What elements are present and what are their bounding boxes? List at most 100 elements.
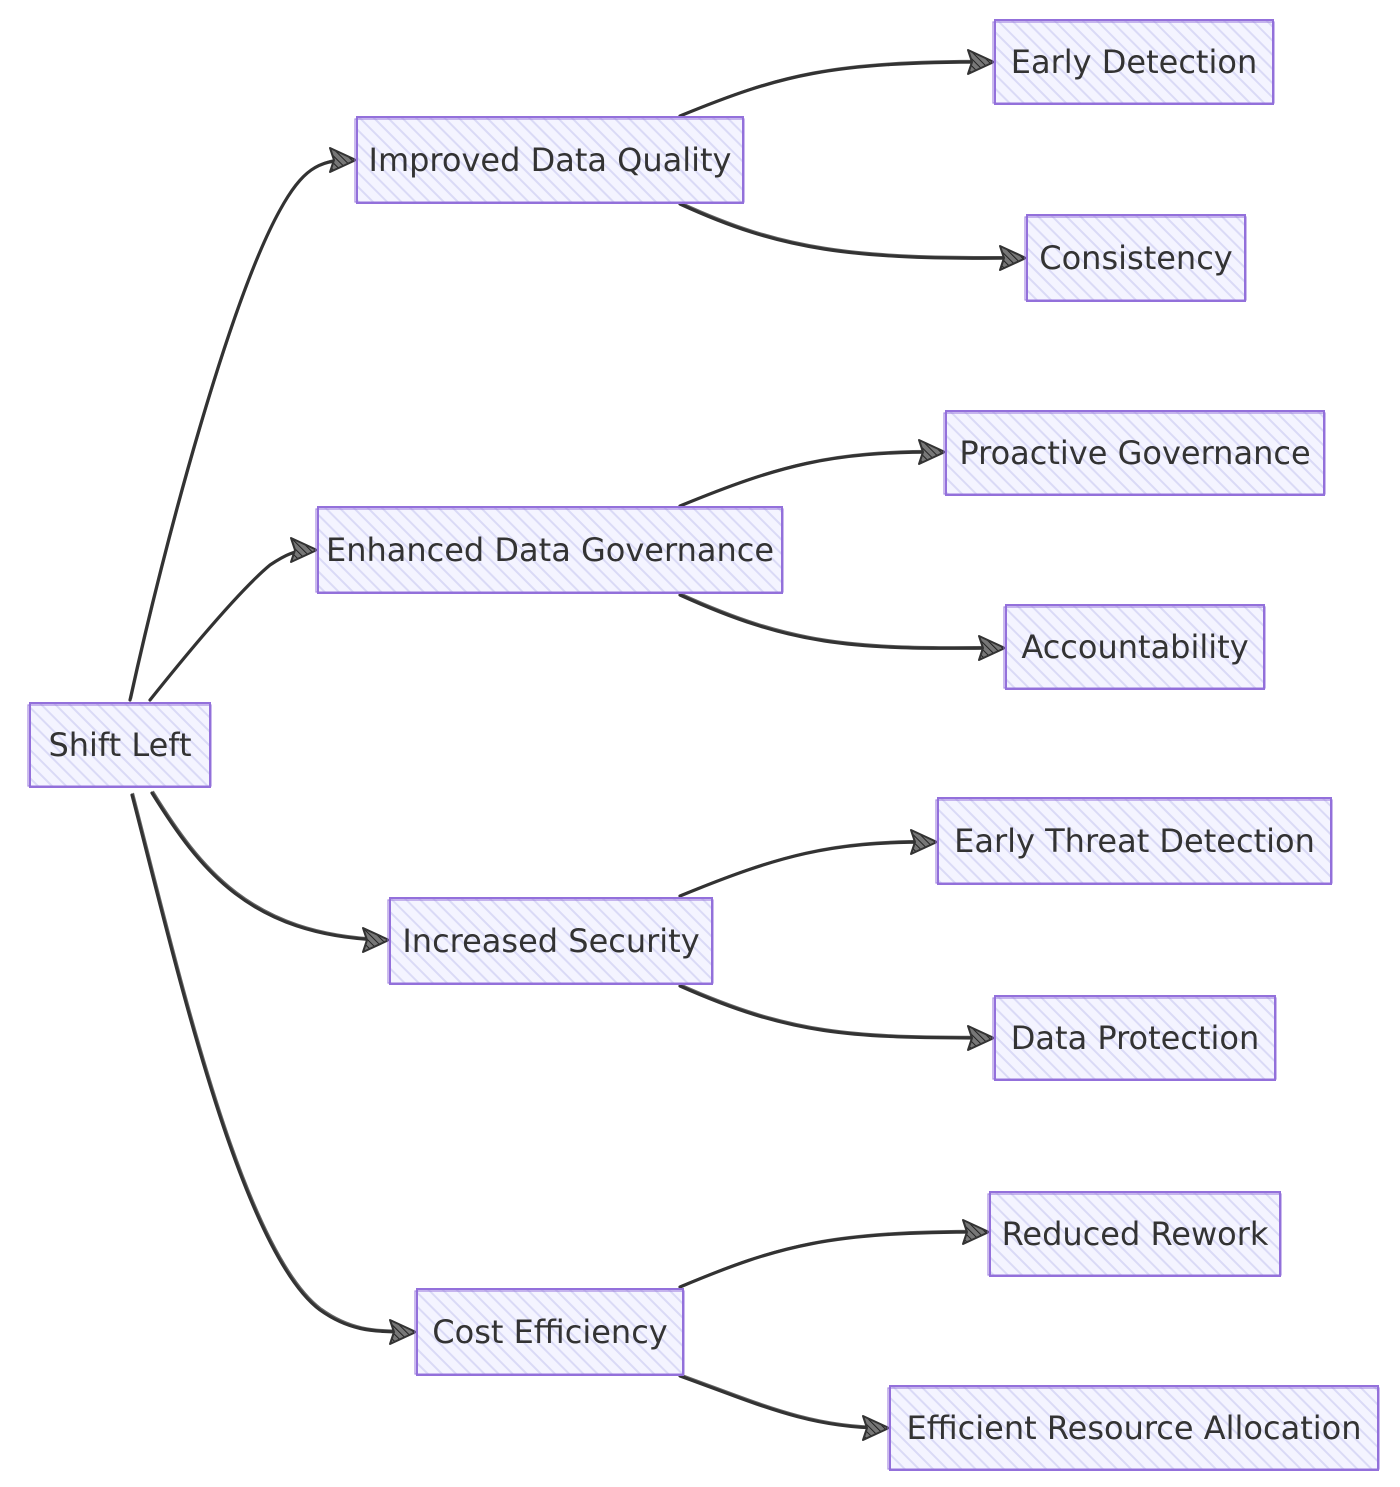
- node-box: [389, 897, 713, 985]
- node-box: [29, 702, 211, 788]
- edge-line-sketch: [152, 790, 383, 940]
- edge-line: [678, 840, 932, 898]
- edge-line-sketch: [680, 449, 941, 506]
- edge-cost-efficiency-to-efficient-resource-allocation: [678, 1373, 890, 1441]
- edge-line-sketch: [680, 592, 1001, 648]
- arrowhead-icon: [329, 147, 357, 173]
- node-box-sketch: [987, 1193, 1282, 1276]
- edge-line: [678, 202, 1022, 260]
- arrowhead-icon: [290, 537, 318, 563]
- node-reduced-rework[interactable]: Reduced Rework: [987, 1191, 1282, 1277]
- arrowhead-icon: [967, 49, 995, 75]
- node-proactive-governance[interactable]: Proactive Governance: [943, 410, 1326, 496]
- edge-improved-data-quality-to-early-detection: [678, 49, 995, 118]
- edge-line-sketch: [132, 792, 413, 1332]
- arrowhead-icon: [999, 245, 1027, 271]
- node-label: Accountability: [1021, 628, 1248, 666]
- node-box-sketch: [1024, 216, 1247, 301]
- arrowhead-icon: [389, 1319, 417, 1345]
- edge-line-sketch: [680, 201, 1023, 258]
- nodes-layer: Shift Left Improved Data QualityEnhanced …: [27, 19, 1380, 1471]
- node-box-sketch: [387, 899, 714, 984]
- edge-line-sketch: [680, 983, 991, 1038]
- edge-line-sketch: [680, 1229, 986, 1287]
- node-box: [945, 410, 1325, 496]
- edge-line: [678, 984, 990, 1040]
- arrowhead-icon: [362, 927, 390, 953]
- edge-improved-data-quality-to-consistency: [678, 201, 1027, 271]
- edge-line-sketch: [150, 547, 315, 700]
- edge-line: [128, 158, 352, 702]
- node-consistency[interactable]: Consistency: [1024, 214, 1247, 302]
- edge-cost-efficiency-to-reduced-rework: [678, 1219, 990, 1289]
- node-label: Shift Left: [48, 726, 191, 764]
- edge-line: [678, 593, 1000, 650]
- node-box-sketch: [887, 1387, 1380, 1470]
- arrowhead-icon: [862, 1415, 890, 1441]
- node-early-detection[interactable]: Early Detection: [992, 19, 1275, 105]
- node-box-sketch: [992, 21, 1275, 104]
- edge-increased-security-to-early-threat-detection: [678, 829, 938, 898]
- edge-line: [148, 548, 314, 702]
- node-data-protection[interactable]: Data Protection: [992, 995, 1277, 1081]
- node-early-threat-detection[interactable]: Early Threat Detection: [935, 797, 1333, 885]
- edge-shift-left-to-increased-security: [150, 790, 390, 953]
- edge-line: [130, 793, 412, 1334]
- node-box-sketch: [1003, 606, 1266, 689]
- edge-line-sketch: [130, 157, 353, 700]
- node-box: [1026, 214, 1246, 302]
- edge-line: [678, 60, 990, 118]
- arrowhead-icon: [967, 1025, 995, 1051]
- node-box-sketch: [27, 704, 212, 787]
- node-box: [416, 1288, 684, 1376]
- node-accountability[interactable]: Accountability: [1003, 604, 1266, 690]
- edge-increased-security-to-data-protection: [678, 983, 995, 1051]
- node-box: [356, 116, 744, 204]
- node-box-sketch: [315, 508, 784, 593]
- edge-shift-left-to-cost-efficiency: [130, 792, 417, 1345]
- edge-line-sketch: [680, 839, 933, 896]
- node-label: Data Protection: [1011, 1019, 1259, 1057]
- node-label: Cost Efficiency: [432, 1313, 667, 1351]
- arrowhead-icon: [978, 635, 1006, 661]
- node-improved-data-quality[interactable]: Improved Data Quality: [354, 116, 745, 204]
- edge-shift-left-to-enhanced-data-governance: [148, 537, 318, 702]
- node-box: [1005, 604, 1265, 690]
- node-cost-efficiency[interactable]: Cost Efficiency: [414, 1288, 685, 1376]
- node-box-sketch: [992, 997, 1277, 1080]
- node-box-sketch: [354, 118, 745, 203]
- node-box: [994, 19, 1274, 105]
- node-label: Early Threat Detection: [954, 822, 1315, 860]
- node-box: [889, 1385, 1379, 1471]
- arrowhead-icon: [918, 439, 946, 465]
- edge-enhanced-data-governance-to-proactive-governance: [678, 439, 946, 508]
- arrowhead-icon: [910, 829, 938, 855]
- edges-layer: [128, 49, 1027, 1441]
- node-label: Increased Security: [402, 922, 699, 960]
- edge-enhanced-data-governance-to-accountability: [678, 592, 1006, 661]
- node-label: Efficient Resource Allocation: [907, 1409, 1362, 1447]
- node-label: Enhanced Data Governance: [326, 531, 774, 569]
- edge-line: [678, 450, 940, 508]
- node-label: Improved Data Quality: [369, 141, 732, 179]
- node-enhanced-data-governance[interactable]: Enhanced Data Governance: [315, 506, 784, 594]
- node-box: [994, 995, 1276, 1081]
- node-shift-left[interactable]: Shift Left: [27, 702, 212, 788]
- node-box: [989, 1191, 1281, 1277]
- node-label: Early Detection: [1011, 43, 1257, 81]
- node-increased-security[interactable]: Increased Security: [387, 897, 714, 985]
- node-label: Reduced Rework: [1002, 1215, 1269, 1253]
- node-box: [317, 506, 783, 594]
- node-box-sketch: [414, 1290, 685, 1375]
- node-label: Proactive Governance: [959, 434, 1310, 472]
- edge-line-sketch: [680, 59, 991, 116]
- edge-line: [150, 791, 382, 942]
- edge-line: [678, 1374, 884, 1430]
- edge-line: [678, 1230, 985, 1289]
- edge-line-sketch: [680, 1373, 885, 1428]
- node-efficient-resource-allocation[interactable]: Efficient Resource Allocation: [887, 1385, 1380, 1471]
- node-box-sketch: [943, 412, 1326, 495]
- edge-shift-left-to-improved-data-quality: [128, 147, 357, 702]
- arrowhead-icon: [962, 1219, 990, 1245]
